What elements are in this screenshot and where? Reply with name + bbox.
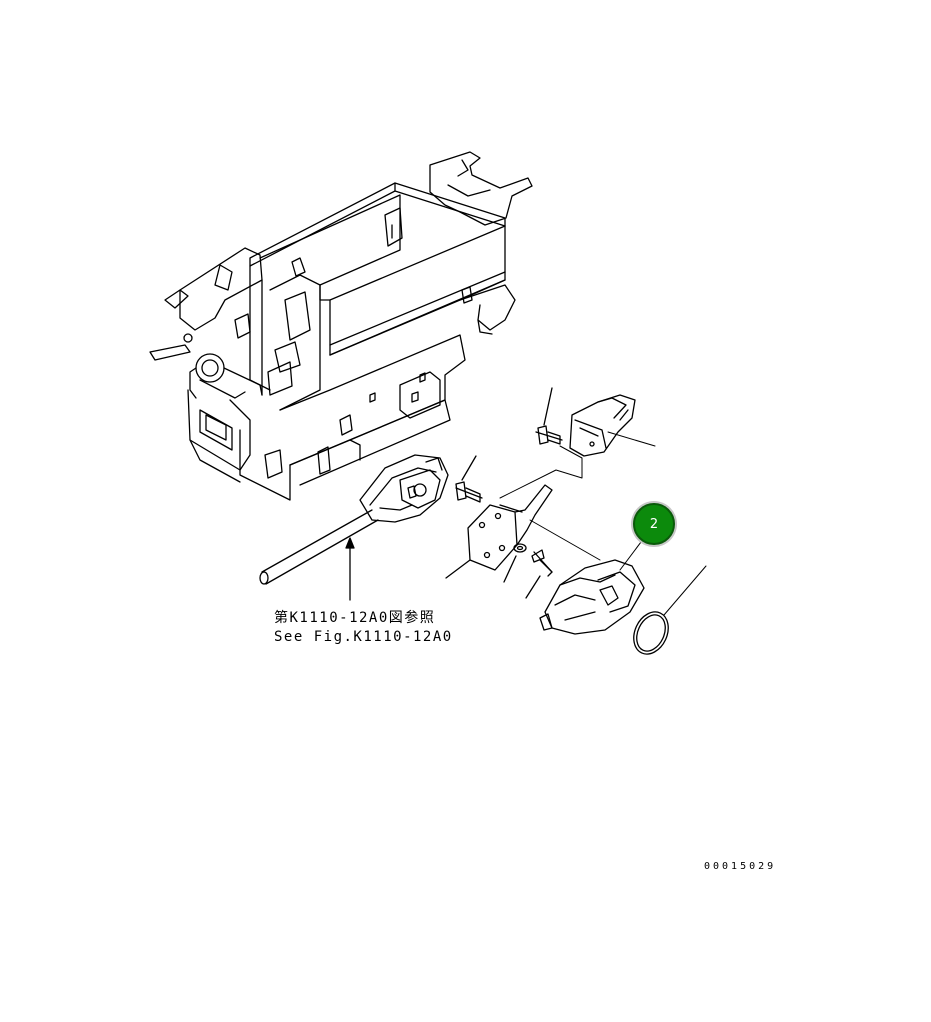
front-cover (539, 559, 645, 635)
shift-lever-assembly (259, 454, 449, 585)
reference-note: 第K1110-12A0図参照 See Fig.K1110-12A0 (274, 609, 453, 647)
console-frame (149, 151, 533, 501)
washer (503, 543, 527, 583)
bolt-middle (455, 455, 483, 503)
bolt-upper (535, 387, 563, 445)
callout-2-label: 2 (649, 516, 659, 532)
mounting-bracket (445, 484, 553, 579)
bolt-lower (525, 549, 553, 599)
seal-ring (633, 611, 669, 655)
reference-arrow (345, 537, 355, 601)
callout-2-badge[interactable]: 2 (633, 503, 675, 545)
document-id: 00015029 (704, 861, 777, 872)
rear-cover (569, 394, 636, 457)
reference-note-japanese: 第K1110-12A0図参照 (274, 610, 436, 626)
reference-note-english: See Fig.K1110-12A0 (274, 629, 453, 645)
